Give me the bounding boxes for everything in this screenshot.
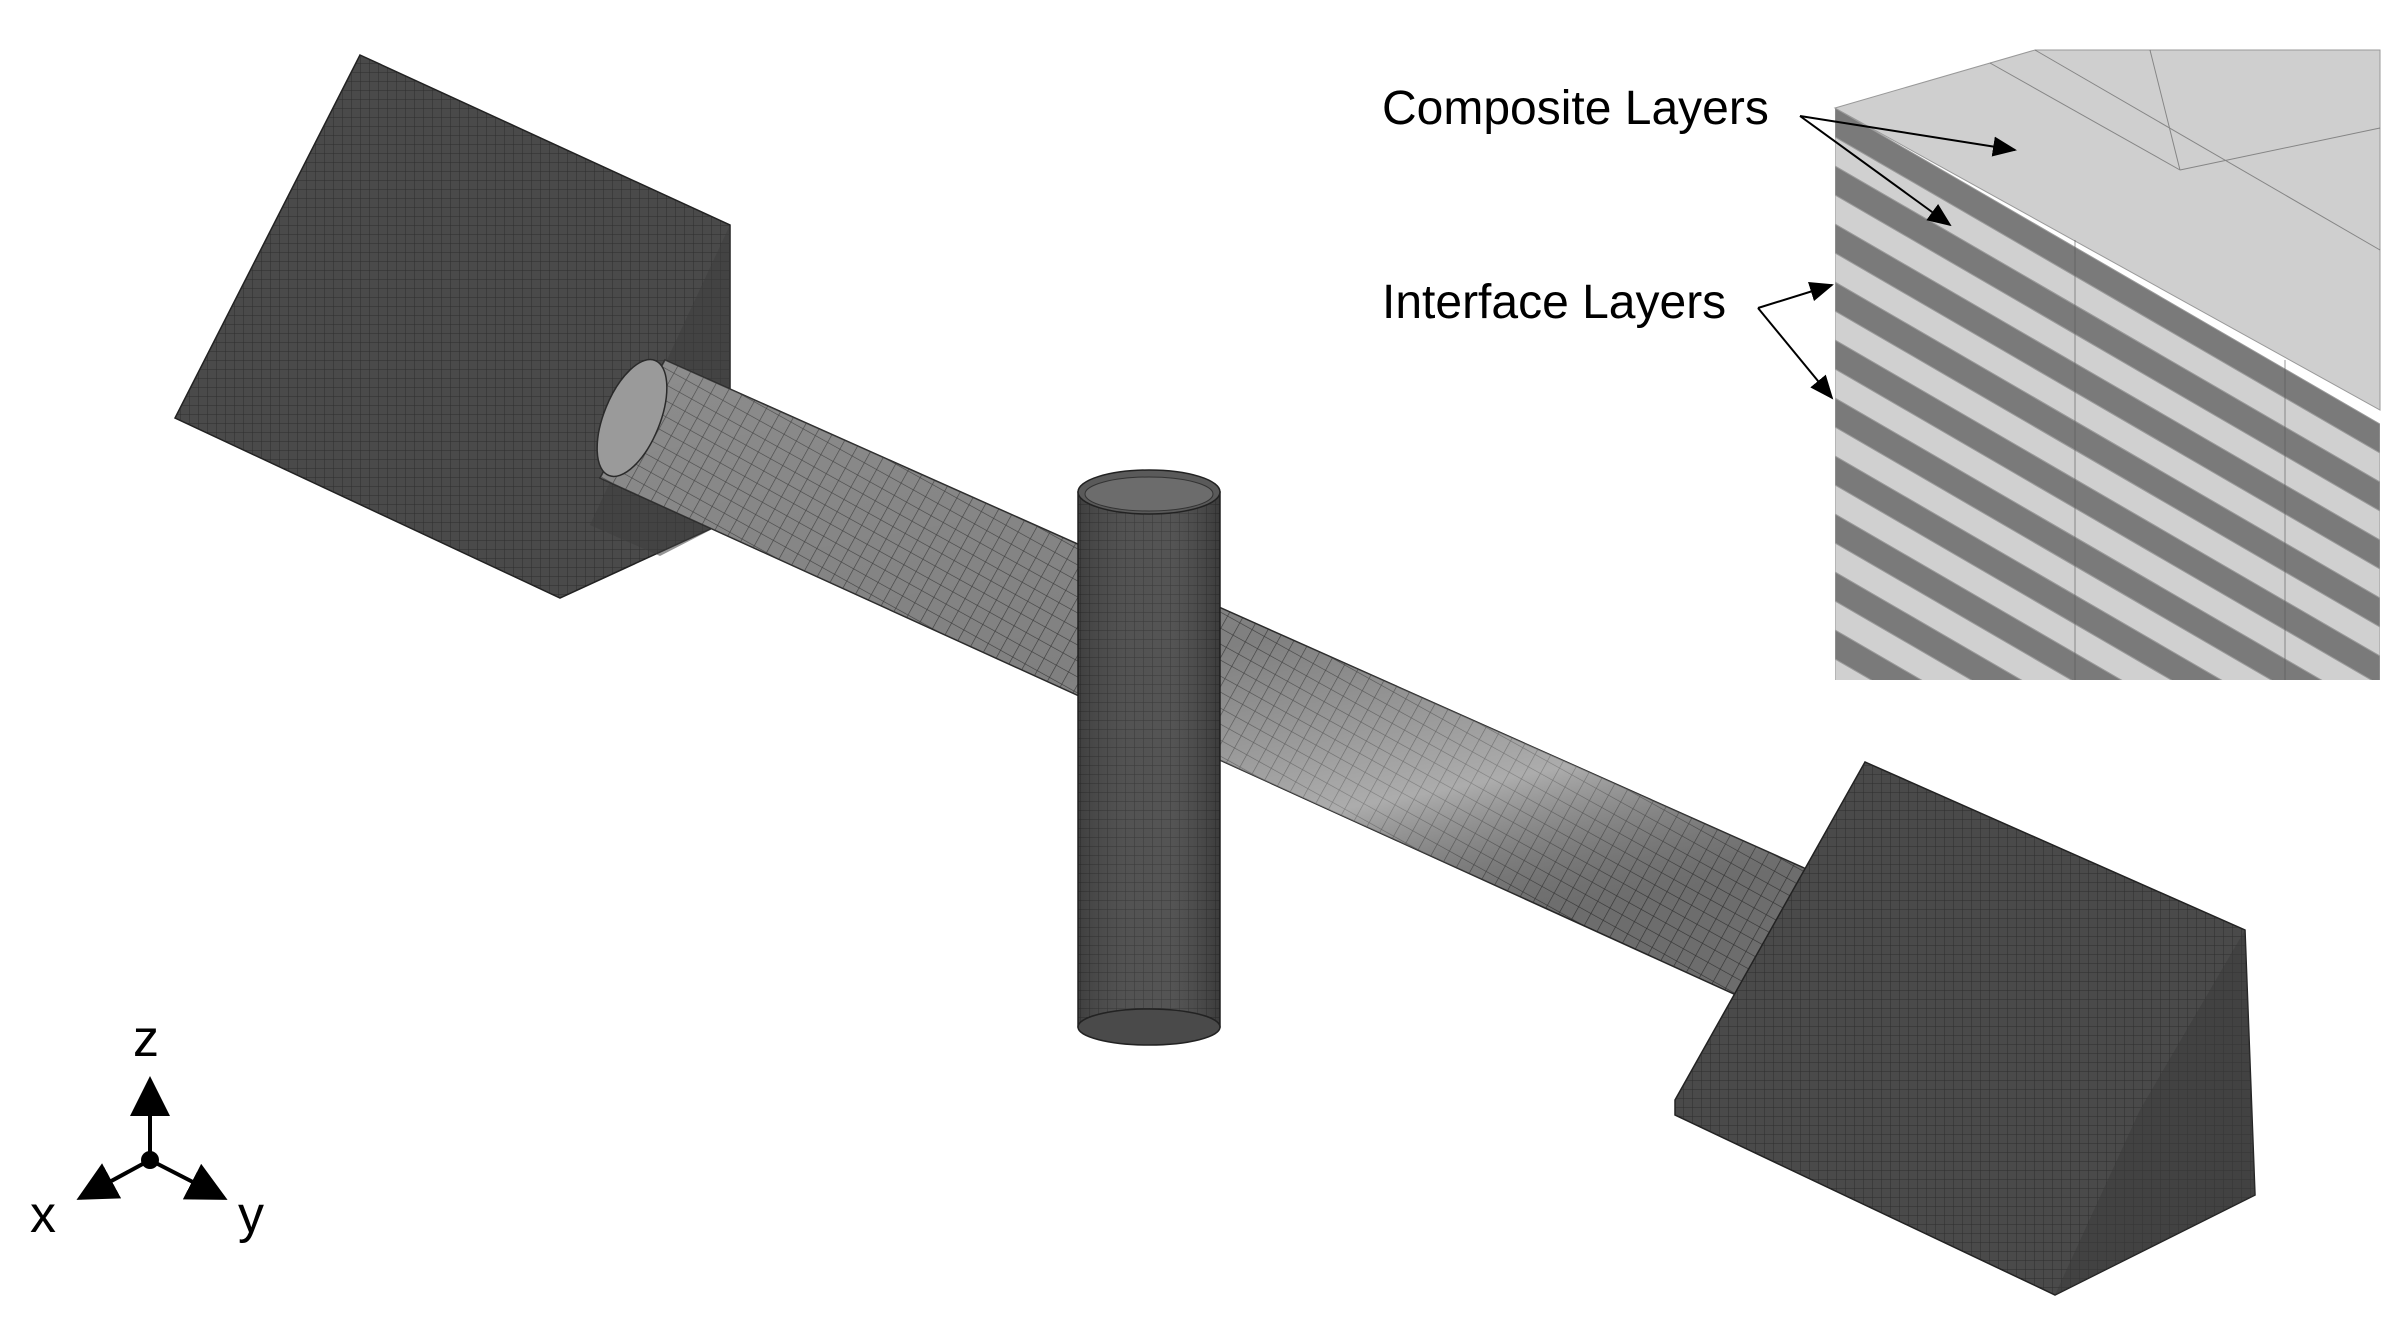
interface-layer-band xyxy=(1835,542,2380,680)
interface-layer-band xyxy=(1835,426,2380,680)
composite-layer-band xyxy=(1835,281,2380,628)
vertical-cylinder xyxy=(1077,469,1221,1046)
axis-label-z: z xyxy=(133,1010,159,1068)
inset-top-face xyxy=(1833,49,2381,411)
composite-layer-band xyxy=(1835,571,2380,680)
interface-layer-band xyxy=(1835,136,2380,483)
left-support-block xyxy=(173,54,731,599)
callout-interface-layers: Interface Layers xyxy=(1382,276,1834,400)
axis-origin xyxy=(141,1151,159,1169)
inset-mesh-lines xyxy=(1989,49,2381,680)
interface-layers-label: Interface Layers xyxy=(1382,276,1726,329)
interface-layer-band xyxy=(1835,368,2380,680)
composite-layer-band xyxy=(1835,223,2380,570)
right-support-block xyxy=(1674,761,2256,1296)
interface-layer-band xyxy=(1835,194,2380,541)
callout-composite-layers: Composite Layers xyxy=(1382,82,2017,227)
composite-layer-band xyxy=(1835,108,2380,454)
composite-layers-label: Composite Layers xyxy=(1382,82,1769,135)
interface-layer-band xyxy=(1835,252,2380,599)
interface-layer-band xyxy=(1835,484,2380,680)
interface-layer-band xyxy=(1835,310,2380,657)
composite-layer-band xyxy=(1835,513,2380,680)
inset-layer-stack xyxy=(1835,108,2380,680)
axis-label-y: y xyxy=(238,1186,264,1244)
axis-label-x: x xyxy=(30,1186,56,1244)
layer-detail-inset xyxy=(1833,49,2381,680)
axis-triad: z x y xyxy=(30,1010,264,1244)
composite-layer-band xyxy=(1835,339,2380,680)
composite-layer-band xyxy=(1835,397,2380,680)
composite-layer-band xyxy=(1835,165,2380,512)
composite-layer-band xyxy=(1835,455,2380,680)
